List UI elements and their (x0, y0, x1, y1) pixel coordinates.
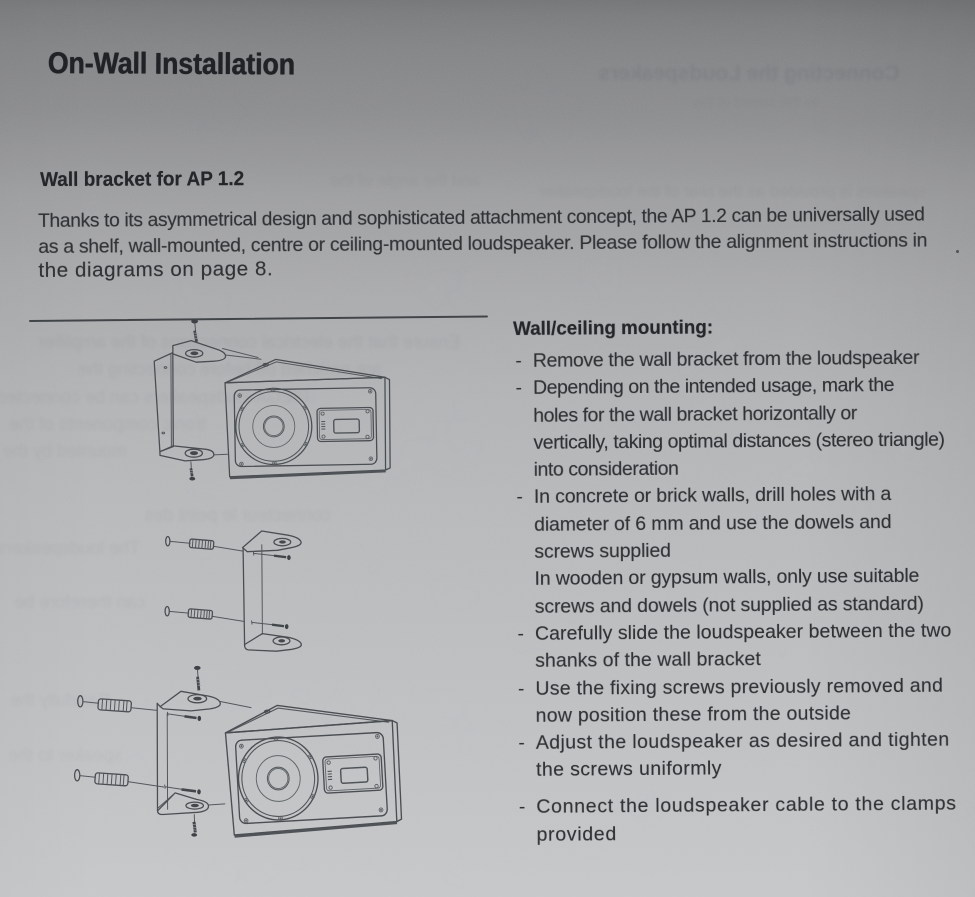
dash-bullet: - (515, 377, 523, 400)
intro-line: the diagrams on page 8. (38, 257, 274, 283)
terminal-plate (322, 753, 384, 794)
screw-icon (191, 814, 198, 837)
instruction-line: the screws uniformly (535, 757, 722, 782)
dash-bullet: - (516, 486, 523, 509)
instruction-item: - Depending on the intended usage, mark … (513, 372, 964, 485)
instructions-heading: Wall/ceiling mounting: (513, 316, 714, 340)
figure-speaker-on-bracket (153, 319, 391, 481)
instruction-item-lines: In concrete or brick walls, drill holes … (534, 481, 924, 621)
screw-icon (189, 461, 196, 481)
screw-icon (164, 784, 201, 795)
bleed-through-line: to the sound of the (692, 94, 818, 111)
instruction-line: shanks of the wall bracket (535, 648, 761, 673)
screw-icon (167, 711, 202, 722)
instruction-line: into consideration (533, 457, 679, 482)
instruction-item-lines: Depending on the intended usage, mark th… (533, 372, 945, 484)
instruction-item: - Use the fixing screws previously remov… (516, 672, 966, 730)
dowel-icon (77, 695, 158, 713)
instruction-item-lines: Use the fixing screws previously removed… (535, 672, 943, 730)
instruction-line: vertically, taking optimal distances (st… (533, 428, 945, 454)
instruction-item: - Remove the wall bracket from the louds… (513, 344, 963, 375)
figure-bracket-dowels (164, 530, 302, 652)
screw-heads (237, 387, 374, 467)
woofer (237, 736, 319, 821)
instruction-line: Remove the wall bracket from the loudspe… (532, 346, 920, 372)
dowel-icon (73, 769, 165, 788)
screw-icon (252, 551, 291, 561)
dowel-icon (164, 605, 245, 622)
loudspeaker (224, 704, 403, 838)
wall-bracket (156, 690, 252, 816)
figure-exploded-mounting (73, 665, 403, 838)
instruction-line: diameter of 6 mm and use the dowels and (534, 510, 892, 536)
instruction-line: provided (536, 822, 618, 846)
instruction-item: - In concrete or brick walls, drill hole… (514, 481, 965, 621)
instruction-item-lines: Adjust the loudspeaker as desired and ti… (536, 727, 950, 785)
instruction-item: - Connect the loudspeaker cable to the c… (517, 781, 967, 849)
instructions-column: Wall/ceiling mounting: - Remove the wall… (513, 314, 967, 848)
instruction-line: Adjust the loudspeaker as desired and ti… (535, 728, 950, 754)
instruction-line: Use the fixing screws previously removed… (535, 674, 944, 700)
intro-paragraph: Thanks to its asymmetrical design and so… (38, 203, 927, 283)
dash-bullet: - (518, 732, 525, 755)
instruction-line: screws supplied (534, 539, 671, 563)
screw-icon (251, 620, 289, 630)
instruction-line: In wooden or gypsum walls, only use suit… (534, 565, 920, 591)
instruction-item-lines: Connect the loudspeaker cable to the cla… (536, 791, 957, 849)
dash-bullet: - (515, 349, 522, 372)
bleed-through-line: Connecting the Loudspeakers (598, 62, 900, 85)
instruction-line: Carefully slide the loudspeaker between … (534, 619, 952, 645)
instruction-line: holes for the wall bracket horizontally … (533, 401, 857, 427)
bleed-through-line: mounted by the (2, 441, 128, 461)
wall-bracket (241, 530, 302, 652)
stray-ink-dot (956, 250, 959, 253)
dash-bullet: - (517, 622, 525, 645)
bleed-through-line: speakers is provided as the rear of the … (539, 182, 926, 201)
bleed-through-line: and the angle of the (329, 171, 481, 190)
instruction-line: now position these from the outside (535, 702, 852, 727)
woofer (235, 387, 313, 466)
instruction-line: In concrete or brick walls, drill holes … (533, 483, 892, 509)
instruction-item: - Adjust the loudspeaker as desired and … (516, 727, 966, 785)
screw-icon (191, 319, 199, 343)
screw-icon (194, 665, 201, 691)
instruction-line: Depending on the intended usage, mark th… (532, 374, 895, 400)
instruction-item: - Carefully slide the loudspeaker betwee… (515, 617, 965, 675)
loudspeaker (224, 358, 391, 480)
instruction-item-lines: Carefully slide the loudspeaker between … (535, 618, 952, 676)
instruction-line: screws and dowels (not supplied as stand… (534, 592, 924, 618)
instruction-line: Connect the loudspeaker cable to the cla… (536, 792, 957, 819)
instruction-item-lines: Remove the wall bracket from the loudspe… (533, 345, 919, 375)
terminal-plate (316, 406, 375, 443)
dash-bullet: - (518, 796, 526, 819)
dash-bullet: - (517, 677, 525, 700)
dowel-icon (165, 535, 243, 552)
section-heading: Wall bracket for AP 1.2 (40, 168, 245, 191)
page-title: On-Wall Installation (47, 47, 296, 82)
